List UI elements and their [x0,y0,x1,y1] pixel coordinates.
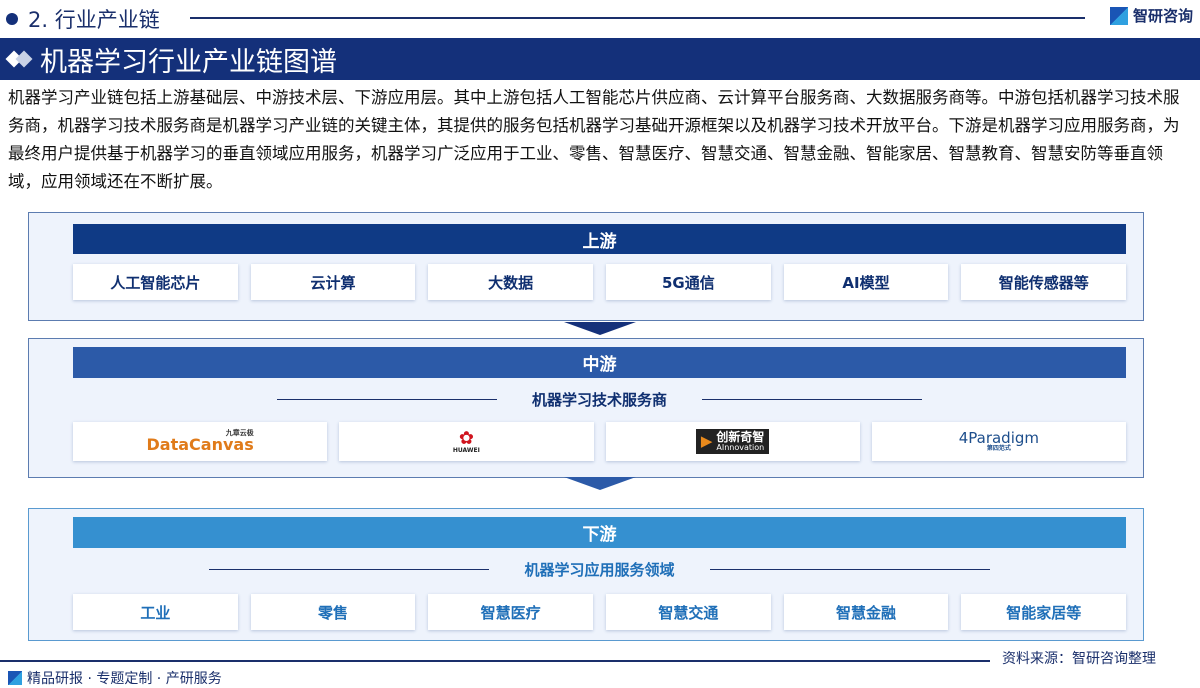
arrow-down-icon [564,477,636,490]
ainnovation-mark-icon: ▶ [700,432,713,451]
bullet-icon [6,13,18,25]
upstream-item: 人工智能芯片 [73,264,238,300]
upstream-item: 云计算 [250,264,416,300]
upstream-header: 上游 [73,224,1126,254]
section-title: 2. 行业产业链 [6,4,160,34]
downstream-subtitle: 机器学习应用服务领域 [524,560,675,579]
divider [702,398,922,400]
downstream-header: 下游 [73,517,1126,548]
divider [276,398,497,400]
huawei-flower-icon: ✿ [458,427,474,449]
downstream-item: 工业 [73,594,238,630]
brand-icon [1110,6,1128,25]
downstream-item: 智慧交通 [606,594,771,630]
upstream-item: 智能传感器等 [961,264,1127,300]
divider [190,17,1085,19]
downstream-item: 智慧金融 [783,594,949,630]
divider [209,568,490,570]
page-title: 机器学习行业产业链图谱 [0,38,1200,80]
midstream-header: 中游 [73,347,1126,378]
divider [709,568,990,570]
downstream-item: 智慧医疗 [428,594,594,630]
source-note: 资料来源：智研咨询整理 [1002,651,1156,667]
diamond-icon [5,50,33,68]
upstream-item: 大数据 [428,264,594,300]
upstream-item: AI模型 [783,264,949,300]
midstream-subtitle: 机器学习技术服务商 [531,390,667,409]
divider [0,660,990,662]
downstream-item: 智能家居等 [961,594,1127,630]
intro-paragraph: 机器学习产业链包括上游基础层、中游技术层、下游应用层。其中上游包括人工智能芯片供… [8,88,1180,191]
downstream-section: 下游 机器学习应用服务领域 工业 零售 智慧医疗 智慧交通 智慧金融 智能家居等 [28,508,1144,641]
brand-logo: 智研咨询 [1110,5,1193,26]
upstream-section: 上游 人工智能芯片 云计算 大数据 5G通信 AI模型 智能传感器等 [28,212,1144,321]
logo-huawei: ✿HUAWEI [339,422,594,461]
downstream-item: 零售 [250,594,416,630]
footer-slogan: 精品研报 · 专题定制 · 产研服务 [8,668,222,688]
arrow-down-icon [564,322,636,335]
upstream-item: 5G通信 [606,264,771,300]
brand-icon [8,671,22,685]
